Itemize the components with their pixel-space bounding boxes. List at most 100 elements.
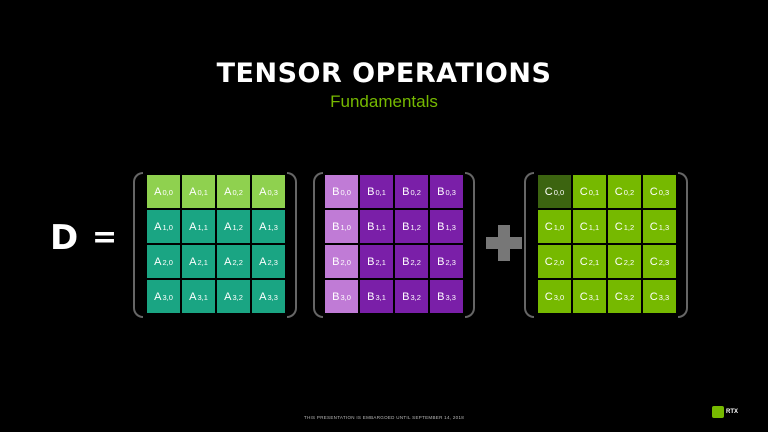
cell-letter: A xyxy=(154,220,162,233)
cell-index: 0,0 xyxy=(340,188,351,197)
cell-index: 3,0 xyxy=(553,293,565,302)
cell-letter: B xyxy=(437,220,445,233)
slide-subtitle: Fundamentals xyxy=(330,92,438,111)
slide-title: TENSOR OPERATIONS xyxy=(216,58,552,89)
cell-letter: A xyxy=(224,255,232,268)
cell-letter: B xyxy=(332,290,340,303)
cell-letter: B xyxy=(367,255,375,268)
cell-index: 0,3 xyxy=(445,188,456,197)
cell-index: 1,3 xyxy=(658,223,670,232)
cell-index: 0,0 xyxy=(553,188,565,197)
cell-index: 0,0 xyxy=(162,188,173,197)
cell-index: 3,2 xyxy=(623,293,635,302)
matrix-c-right-bracket xyxy=(678,172,688,318)
cell-index: 0,2 xyxy=(623,188,635,197)
cell-letter: C xyxy=(544,255,553,268)
cell-letter: B xyxy=(402,185,410,198)
matrix-a-right-bracket xyxy=(287,172,297,318)
cell-index: 1,0 xyxy=(553,223,565,232)
cell-letter: C xyxy=(579,255,588,268)
cell-letter: A xyxy=(154,255,162,268)
plus-icon xyxy=(486,225,522,261)
cell-index: 2,3 xyxy=(658,258,670,267)
cell-index: 1,1 xyxy=(588,223,600,232)
cell-index: 0,1 xyxy=(375,188,386,197)
cell-letter: B xyxy=(437,255,445,268)
embargo-notice: THIS PRESENTATION IS EMBARGOED UNTIL SEP… xyxy=(303,415,465,420)
cell-letter: A xyxy=(189,255,197,268)
cell-letter: B xyxy=(332,185,340,198)
cell-index: 3,1 xyxy=(197,293,208,302)
cell-letter: A xyxy=(189,220,197,233)
cell-index: 3,2 xyxy=(232,293,243,302)
cell-index: 0,2 xyxy=(232,188,243,197)
matrix-a-left-bracket xyxy=(133,172,143,318)
cell-index: 2,2 xyxy=(410,258,421,267)
cell-letter: C xyxy=(649,290,658,303)
cell-index: 3,2 xyxy=(410,293,421,302)
cell-index: 2,0 xyxy=(340,258,351,267)
cell-index: 2,2 xyxy=(232,258,243,267)
cell-index: 0,3 xyxy=(267,188,278,197)
cell-letter: C xyxy=(649,255,658,268)
cell-letter: A xyxy=(154,185,162,198)
cell-index: 3,1 xyxy=(588,293,600,302)
cell-index: 0,1 xyxy=(197,188,208,197)
cell-letter: A xyxy=(224,290,232,303)
cell-index: 1,0 xyxy=(340,223,351,232)
cell-letter: B xyxy=(402,255,410,268)
cell-index: 1,2 xyxy=(623,223,635,232)
cell-index: 1,3 xyxy=(267,223,278,232)
nvidia-eye-icon xyxy=(712,405,724,418)
cell-letter: A xyxy=(224,220,232,233)
cell-index: 3,0 xyxy=(340,293,351,302)
cell-letter: B xyxy=(367,290,375,303)
rtx-logo-text: RTX xyxy=(726,408,738,415)
cell-letter: C xyxy=(579,185,588,198)
cell-index: 1,2 xyxy=(410,223,421,232)
cell-letter: B xyxy=(402,290,410,303)
cell-index: 2,3 xyxy=(267,258,278,267)
nvidia-rtx-logo: RTX xyxy=(712,405,744,418)
cell-letter: A xyxy=(259,185,267,198)
cell-index: 2,0 xyxy=(162,258,173,267)
cell-letter: A xyxy=(154,290,162,303)
cell-index: 1,1 xyxy=(375,223,386,232)
matrix-b-right-bracket xyxy=(465,172,475,318)
result-matrix-label: D xyxy=(50,218,79,258)
cell-index: 1,3 xyxy=(445,223,456,232)
cell-letter: B xyxy=(332,255,340,268)
cell-letter: A xyxy=(224,185,232,198)
cell-letter: C xyxy=(579,220,588,233)
